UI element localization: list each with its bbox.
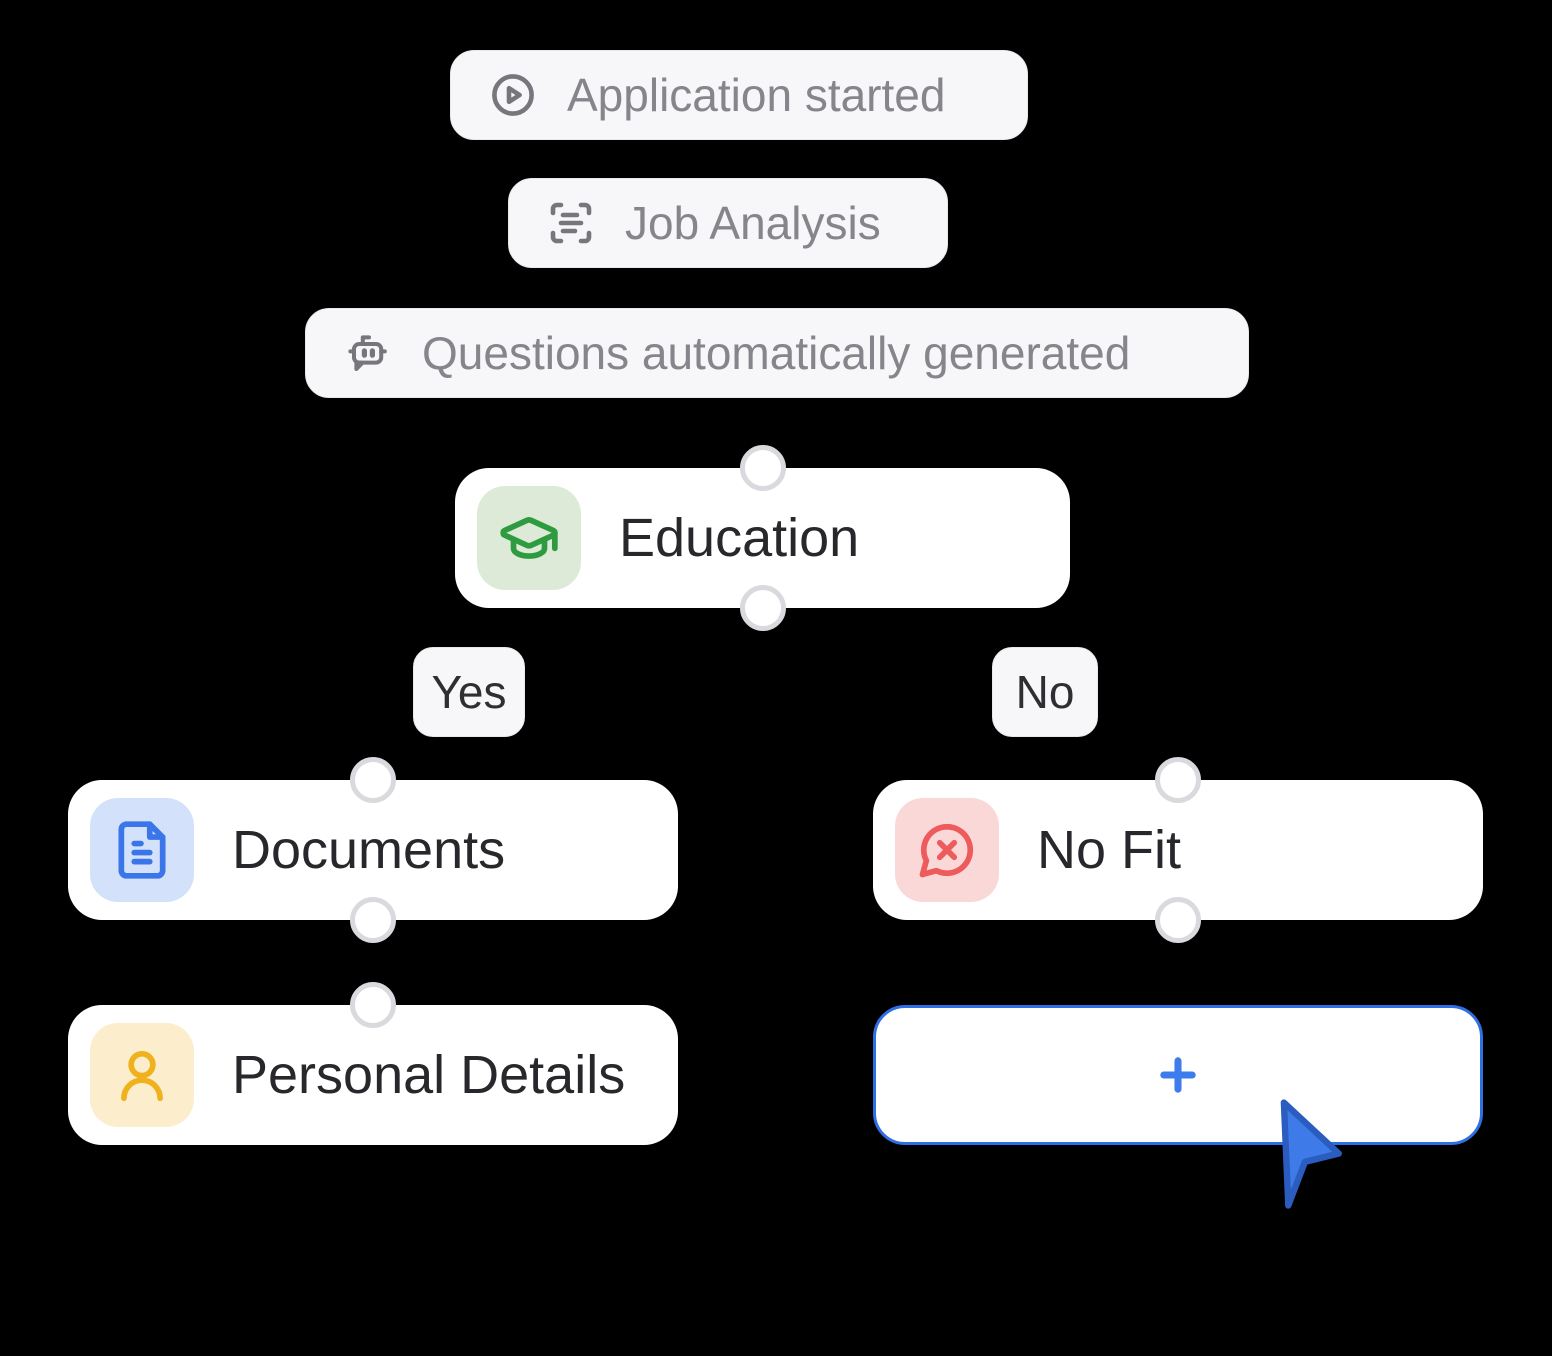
connection-handle-bottom[interactable] (350, 897, 396, 943)
connection-handle-top[interactable] (350, 757, 396, 803)
pill-label: Job Analysis (625, 197, 881, 249)
connection-handle-top[interactable] (350, 982, 396, 1028)
graduation-cap-icon (477, 486, 581, 590)
node-no-fit[interactable]: No Fit (873, 757, 1483, 943)
pill-label: Questions automatically generated (422, 327, 1131, 379)
user-icon (90, 1023, 194, 1127)
node-documents[interactable]: Documents (68, 757, 678, 943)
pill-label: Application started (567, 69, 946, 121)
mouse-cursor-icon (1280, 1099, 1342, 1209)
node-label: No Fit (1037, 820, 1182, 880)
edge-label-no: No (992, 647, 1098, 737)
node-education[interactable]: Education (455, 445, 1070, 631)
bot-message-icon (348, 335, 387, 371)
node-label: Personal Details (232, 1045, 626, 1105)
play-circle-icon (492, 74, 534, 116)
node-label: Documents (232, 820, 506, 880)
pill-job-analysis[interactable]: Job Analysis (508, 178, 948, 268)
pill-questions-generated[interactable]: Questions automatically generated (305, 308, 1249, 398)
node-label: Education (619, 508, 860, 568)
plus-icon (1160, 1057, 1196, 1093)
connection-handle-top[interactable] (1155, 757, 1201, 803)
scan-text-icon (550, 202, 592, 244)
edge-label-yes: Yes (413, 647, 525, 737)
message-circle-x-icon (895, 798, 999, 902)
connection-handle-top[interactable] (739, 445, 786, 491)
connection-handle-bottom[interactable] (1155, 897, 1201, 943)
pill-application-started[interactable]: Application started (450, 50, 1028, 140)
add-node-button[interactable] (873, 1005, 1483, 1145)
connection-handle-bottom[interactable] (739, 585, 786, 631)
file-text-icon (90, 798, 194, 902)
node-personal-details[interactable]: Personal Details (68, 982, 678, 1145)
